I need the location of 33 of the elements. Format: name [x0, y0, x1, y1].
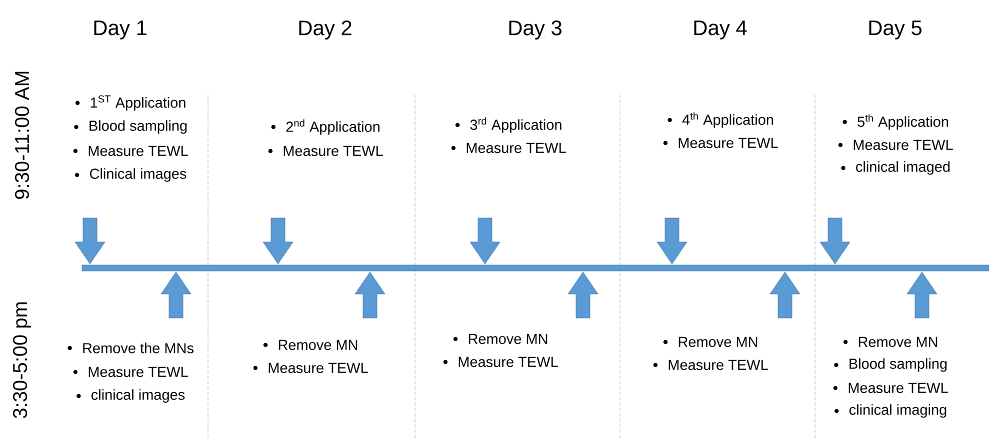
- day-heading: Day 5: [869, 20, 922, 40]
- day-heading: Day 4: [694, 20, 747, 40]
- bullet-item: Measure TEWL: [678, 138, 778, 148]
- day-heading: Day 2: [299, 20, 352, 40]
- bullet-item: Measure TEWL: [88, 366, 188, 378]
- bullet-item: 5$^{th}$ Application: [858, 114, 948, 130]
- bullet-item: 3$^{rd}$ Application: [470, 117, 562, 133]
- bullet-item: Measure TEWL: [668, 360, 768, 370]
- bullet-item: Clinical images: [90, 168, 186, 182]
- bullet-item: Remove MN: [858, 336, 938, 348]
- bullet-item: 1$^{ST}$ Application: [90, 95, 186, 111]
- bullet-item: clinical imaged: [856, 161, 950, 175]
- bullet-item: 4$^{th}$ Application: [682, 112, 774, 128]
- bullet-item: Blood sampling: [850, 358, 947, 372]
- bullet-item: Measure TEWL: [268, 362, 368, 374]
- bullet-item: Remove MN: [678, 336, 758, 348]
- day-heading: Day 3: [509, 20, 562, 40]
- bullet-item: Measure TEWL: [848, 382, 948, 394]
- bullet-item: clinical imaging: [849, 404, 946, 418]
- bullet-item: Remove MN: [278, 340, 358, 350]
- bullet-item: 2$^{nd}$ Application: [286, 119, 380, 135]
- day-heading: Day 1: [94, 20, 146, 40]
- bullet-item: Measure TEWL: [88, 146, 188, 156]
- bullet-item: Measure TEWL: [854, 140, 953, 150]
- bullet-item: Measure TEWL: [458, 356, 558, 368]
- time-label: 3:30-5:00 pm: [12, 302, 32, 418]
- bullet-item: Remove the MNs: [83, 342, 194, 354]
- bullet-item: Measure TEWL: [284, 146, 383, 156]
- bullet-item: Measure TEWL: [466, 142, 566, 154]
- bullet-item: Blood sampling: [90, 120, 187, 134]
- bullet-item: Remove MN: [468, 334, 548, 344]
- time-label: 9:30-11:00 AM: [14, 72, 30, 199]
- bullet-item: clinical images: [91, 389, 185, 403]
